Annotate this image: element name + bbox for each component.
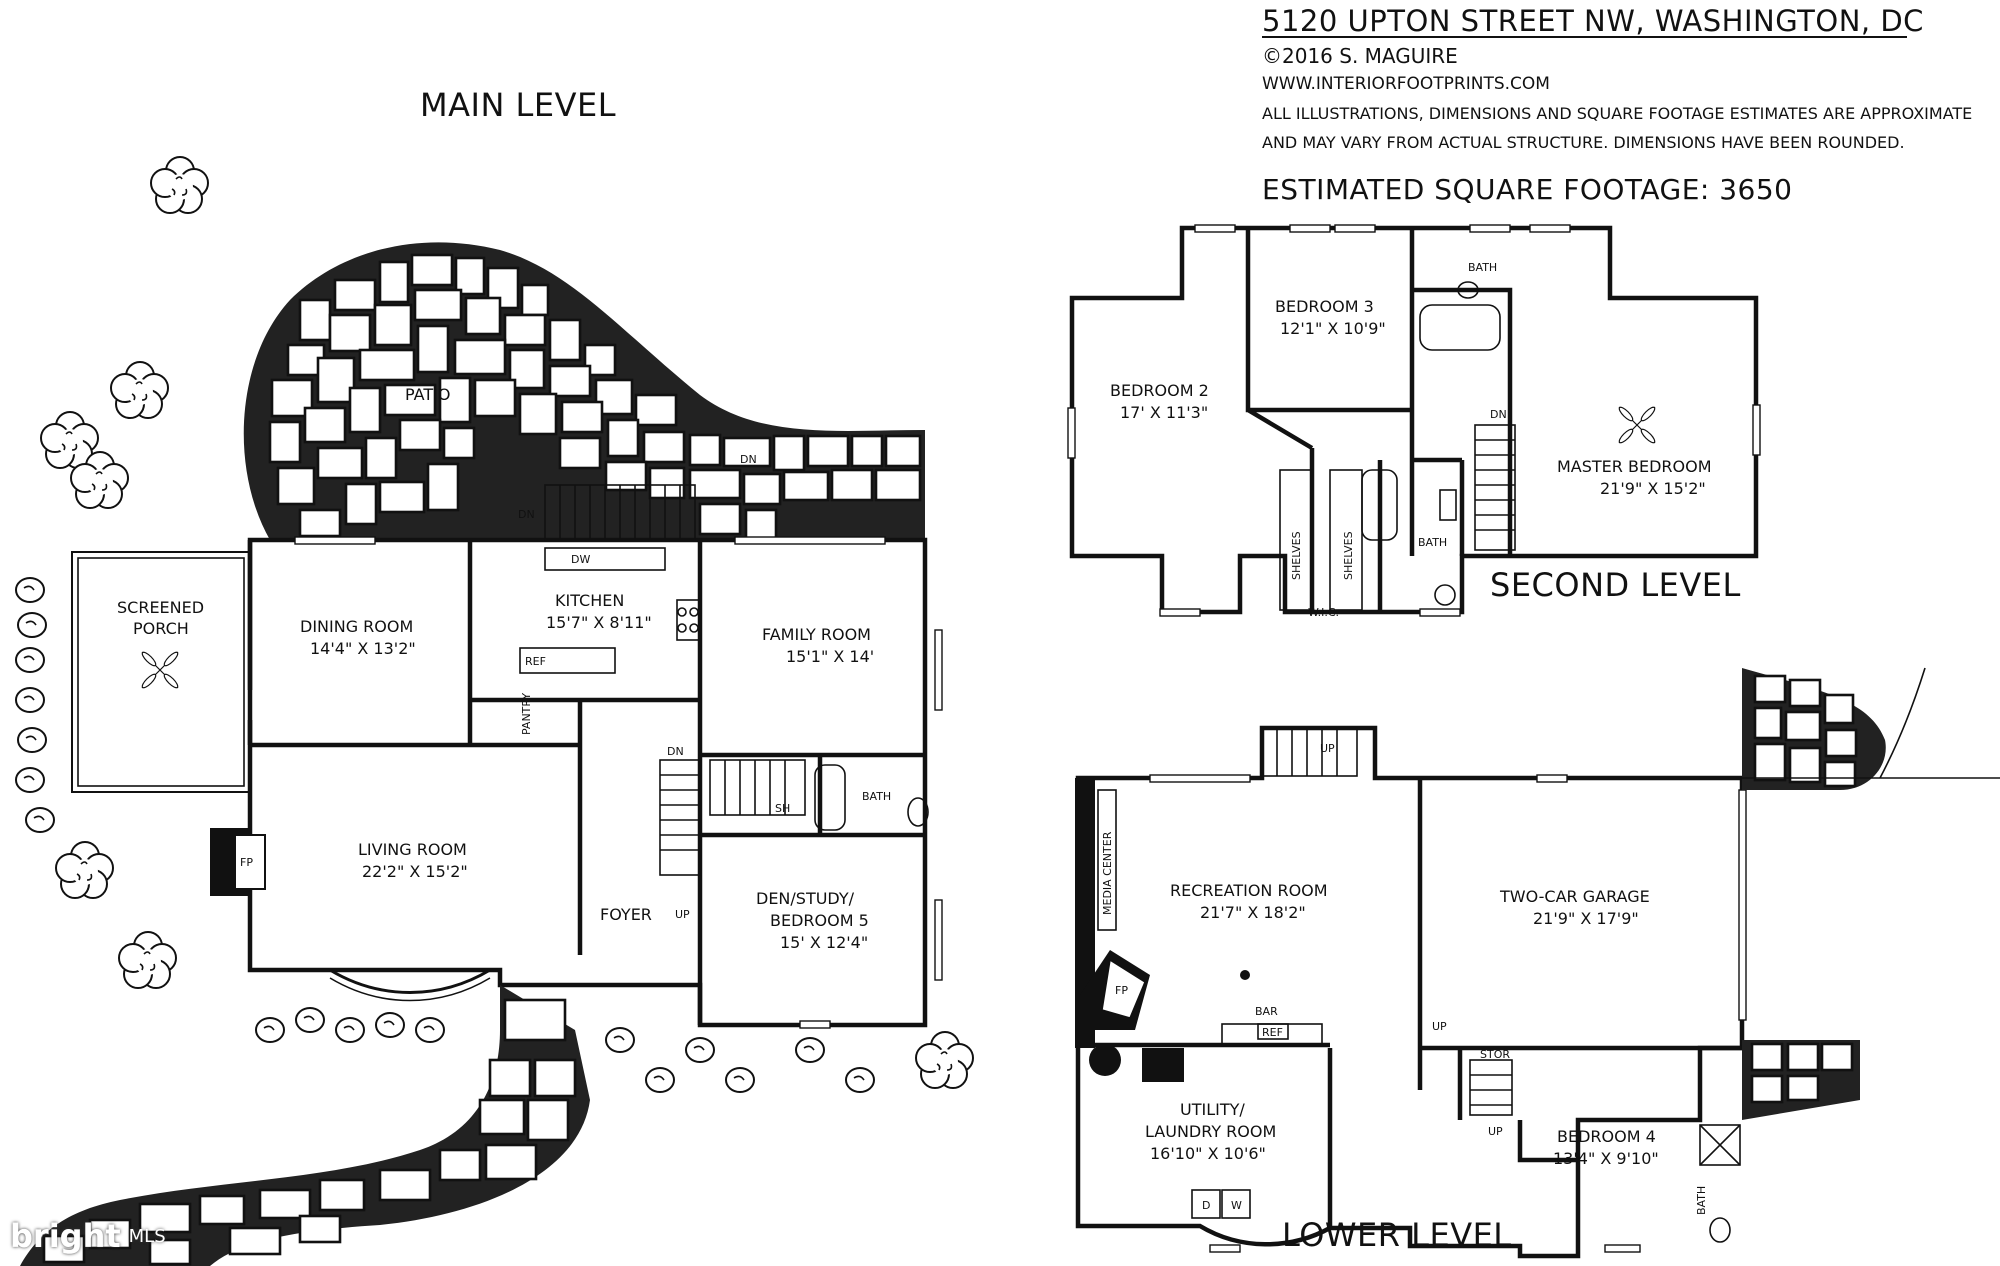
svg-text:W.I.C.: W.I.C.: [1308, 606, 1339, 619]
svg-text:BATH: BATH: [1418, 536, 1447, 549]
family-room-label: FAMILY ROOM: [762, 625, 871, 644]
dining-room-label: DINING ROOM: [300, 617, 413, 636]
second-level-plan: BATH BATH SHELVES SHELVES W.I.C. DN BEDR…: [1067, 224, 1761, 619]
living-room-label: LIVING ROOM: [358, 840, 467, 859]
svg-text:SHELVES: SHELVES: [1342, 531, 1355, 580]
svg-text:15' X 12'4": 15' X 12'4": [780, 933, 868, 952]
svg-text:BATH: BATH: [1695, 1186, 1708, 1215]
website-text[interactable]: WWW.INTERIORFOOTPRINTS.COM: [1262, 74, 1550, 94]
svg-text:DN: DN: [740, 453, 757, 466]
svg-text:12'1" X 10'9": 12'1" X 10'9": [1280, 319, 1386, 338]
brand-watermark: bright MLS: [10, 1214, 166, 1258]
svg-text:BATH: BATH: [862, 790, 891, 803]
main-level-title: MAIN LEVEL: [420, 86, 617, 124]
svg-text:UP: UP: [1488, 1125, 1503, 1138]
svg-text:BEDROOM 5: BEDROOM 5: [770, 911, 869, 930]
master-bedroom-label: MASTER BEDROOM: [1557, 457, 1712, 476]
mls-logo: MLS: [128, 1225, 166, 1247]
svg-text:DW: DW: [571, 553, 590, 566]
svg-text:UP: UP: [1432, 1020, 1447, 1033]
patio-stones: [268, 253, 922, 540]
svg-text:22'2" X 15'2": 22'2" X 15'2": [362, 862, 468, 881]
svg-text:LAUNDRY ROOM: LAUNDRY ROOM: [1145, 1122, 1276, 1141]
kitchen-label: KITCHEN: [555, 591, 624, 610]
second-level-walls: [1069, 225, 1759, 615]
svg-text:13'4" X 9'10": 13'4" X 9'10": [1553, 1149, 1659, 1168]
svg-text:FP: FP: [240, 856, 253, 869]
svg-text:DN: DN: [518, 508, 535, 521]
svg-text:PANTRY: PANTRY: [520, 693, 533, 735]
svg-text:DN: DN: [667, 745, 684, 758]
svg-text:15'1" X 14': 15'1" X 14': [786, 647, 874, 666]
garage-label: TWO-CAR GARAGE: [1499, 887, 1650, 906]
svg-text:REF: REF: [1262, 1026, 1283, 1039]
lower-level-plan: MEDIA CENTER FP BAR REF D W BATH STOR UP…: [1075, 667, 2000, 1259]
square-footage: ESTIMATED SQUARE FOOTAGE: 3650: [1262, 173, 1793, 206]
svg-text:STOR: STOR: [1480, 1048, 1510, 1061]
svg-text:SHELVES: SHELVES: [1290, 531, 1303, 580]
disclaimer-text: ALL ILLUSTRATIONS, DIMENSIONS AND SQUARE…: [1262, 104, 1973, 152]
svg-text:15'7" X 8'11": 15'7" X 8'11": [546, 613, 652, 632]
svg-text:21'9" X 15'2": 21'9" X 15'2": [1600, 479, 1706, 498]
svg-text:BATH: BATH: [1468, 261, 1497, 274]
svg-text:D: D: [1202, 1199, 1210, 1212]
screened-porch: [71, 551, 251, 793]
lower-level-walls: [1075, 725, 1745, 1259]
svg-text:PORCH: PORCH: [133, 619, 189, 638]
svg-text:REF: REF: [525, 655, 546, 668]
svg-text:FP: FP: [1115, 984, 1128, 997]
svg-text:SH: SH: [775, 802, 790, 815]
svg-text:MEDIA CENTER: MEDIA CENTER: [1101, 831, 1114, 915]
copyright-text: ©2016 S. MAGUIRE: [1262, 44, 1458, 68]
bedroom-2-label: BEDROOM 2: [1110, 381, 1209, 400]
svg-text:W: W: [1231, 1199, 1242, 1212]
den-label: DEN/STUDY/: [756, 889, 855, 908]
svg-text:14'4" X 13'2": 14'4" X 13'2": [310, 639, 416, 658]
svg-text:21'7" X 18'2": 21'7" X 18'2": [1200, 903, 1306, 922]
svg-text:21'9" X 17'9": 21'9" X 17'9": [1533, 909, 1639, 928]
svg-text:17' X 11'3": 17' X 11'3": [1120, 403, 1208, 422]
address-underline: [1262, 36, 1907, 38]
svg-text:BAR: BAR: [1255, 1005, 1278, 1018]
svg-text:UP: UP: [1320, 742, 1335, 755]
svg-text:SCREENED: SCREENED: [117, 598, 204, 617]
foyer-label: FOYER: [600, 905, 652, 924]
recreation-room-label: RECREATION ROOM: [1170, 881, 1328, 900]
patio-label: PATIO: [405, 385, 450, 404]
bedroom-4-label: BEDROOM 4: [1557, 1127, 1656, 1146]
main-level-plan: PATIO SCREENED PORCH FP DW REF PANTRY: [15, 156, 974, 1266]
bright-logo: bright: [10, 1217, 121, 1255]
bedroom-3-label: BEDROOM 3: [1275, 297, 1374, 316]
svg-text:16'10" X 10'6": 16'10" X 10'6": [1150, 1144, 1266, 1163]
second-level-title: SECOND LEVEL: [1490, 566, 1741, 604]
utility-room-label: UTILITY/: [1180, 1100, 1245, 1119]
property-address: 5120 UPTON STREET NW, WASHINGTON, DC: [1262, 4, 1924, 38]
svg-text:DN: DN: [1490, 408, 1507, 421]
svg-text:UP: UP: [675, 908, 690, 921]
